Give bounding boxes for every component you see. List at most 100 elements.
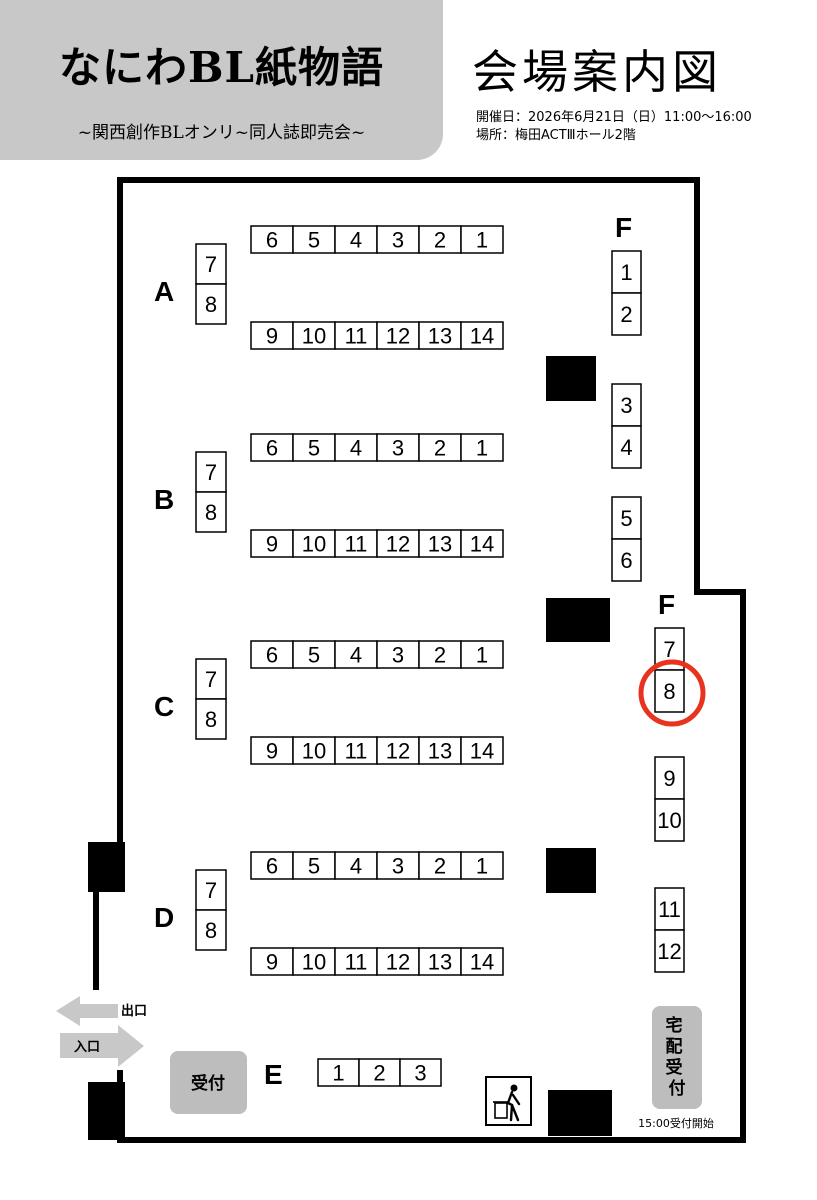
booth-f-12 [654,929,685,973]
exit-label: 出口 [121,1003,147,1019]
event-date: 開催日：2026年6月21日（日）11:00～16:00 [476,110,752,125]
booth-a-14 [460,321,504,350]
booth-f-9-number: 9 [663,766,675,791]
exit-arrow [56,996,118,1026]
entrance-label: 入口 [74,1040,100,1055]
booth-c-6-number: 6 [266,643,278,668]
booth-d-14-number: 14 [470,950,494,975]
booth-d-11 [334,947,378,976]
header-panel [0,0,443,160]
booth-a-4 [334,225,378,254]
booth-d-7-number: 7 [205,878,217,903]
booth-c-11-number: 11 [345,739,368,764]
booth-d-5-number: 5 [308,854,320,879]
booth-d-12-number: 12 [386,950,410,975]
event-subtitle: ~関西創作BLオンリ~同人誌即売会~ [77,123,366,143]
booth-c-3 [376,640,420,669]
booth-b-4-number: 4 [350,436,362,461]
booth-d-1 [460,851,504,880]
booth-d-3-number: 3 [392,854,404,879]
booth-f-11-number: 11 [658,897,681,922]
row-label-a: A [154,276,174,307]
venue-wall [96,177,746,1143]
booth-c-14 [460,736,504,765]
booth-d-1-number: 1 [476,854,488,879]
booth-b-11-number: 11 [345,532,368,557]
booth-f-1 [611,250,642,294]
booth-c-14-number: 14 [470,739,494,764]
booth-a-12-number: 12 [386,324,410,349]
event-title: なにわBL紙物語 [58,43,385,92]
booth-a-7-number: 7 [205,252,217,277]
highlight-circle [638,659,706,727]
delivery-label: 宅 配 受 付 [666,1015,689,1099]
row-label-e: E [264,1059,283,1090]
booth-d-2 [418,851,462,880]
booth-c-8-number: 8 [205,707,217,732]
booth-d-13 [418,947,462,976]
booth-b-6-number: 6 [266,436,278,461]
booth-a-4-number: 4 [350,228,362,253]
booth-f-2 [611,292,642,336]
booth-f-8-number: 8 [663,679,675,704]
booth-e-1 [317,1058,360,1087]
booth-c-9-number: 9 [266,739,278,764]
booth-f-4 [611,425,642,469]
booth-b-3-number: 3 [392,436,404,461]
map-title: 会場案内図 [472,45,722,99]
booth-c-4-number: 4 [350,643,362,668]
booth-c-10-number: 10 [302,739,326,764]
booth-a-7 [195,243,227,285]
pillar [546,598,610,642]
booth-f-7-number: 7 [663,637,675,662]
booth-f-6 [611,538,642,582]
booth-d-2-number: 2 [434,854,446,879]
booth-d-8 [195,909,227,951]
row-label-f-upper: F [615,212,632,243]
reception-label: 受付 [191,1073,225,1094]
row-label-d: D [154,902,174,933]
booth-a-5-number: 5 [308,228,320,253]
booth-b-5 [292,433,336,462]
booth-a-10-number: 10 [302,324,326,349]
booth-a-1 [460,225,504,254]
reception-box [170,1051,247,1114]
row-label-b: B [154,484,174,515]
booth-d-12 [376,947,420,976]
booth-a-9-number: 9 [266,324,278,349]
booth-c-13-number: 13 [428,739,452,764]
booth-f-3-number: 3 [620,393,632,418]
booth-f-10-number: 10 [657,808,681,833]
booth-b-14-number: 14 [470,532,494,557]
booth-b-12-number: 12 [386,532,410,557]
booth-d-14 [460,947,504,976]
booth-d-10-number: 10 [302,950,326,975]
booth-e-2-number: 2 [373,1061,385,1086]
booth-c-5 [292,640,336,669]
booth-d-7 [195,869,227,911]
booth-d-9 [250,947,294,976]
delivery-note: 15:00受付開始 [638,1116,714,1130]
booth-f-2-number: 2 [620,302,632,327]
booth-b-13-number: 13 [428,532,452,557]
booth-a-2-number: 2 [434,228,446,253]
booth-b-2 [418,433,462,462]
booth-b-14 [460,529,504,558]
booth-b-10-number: 10 [302,532,326,557]
pillar [546,356,596,401]
booth-d-4-number: 4 [350,854,362,879]
booth-f-1-number: 1 [620,260,632,285]
booth-a-13-number: 13 [428,324,452,349]
booth-b-8-number: 8 [205,500,217,525]
booth-c-2-number: 2 [434,643,446,668]
booth-a-5 [292,225,336,254]
booth-a-6 [250,225,294,254]
pillar [88,1082,125,1140]
booth-f-6-number: 6 [620,548,632,573]
booth-d-9-number: 9 [266,950,278,975]
booth-c-1 [460,640,504,669]
booth-b-3 [376,433,420,462]
booth-c-1-number: 1 [476,643,488,668]
